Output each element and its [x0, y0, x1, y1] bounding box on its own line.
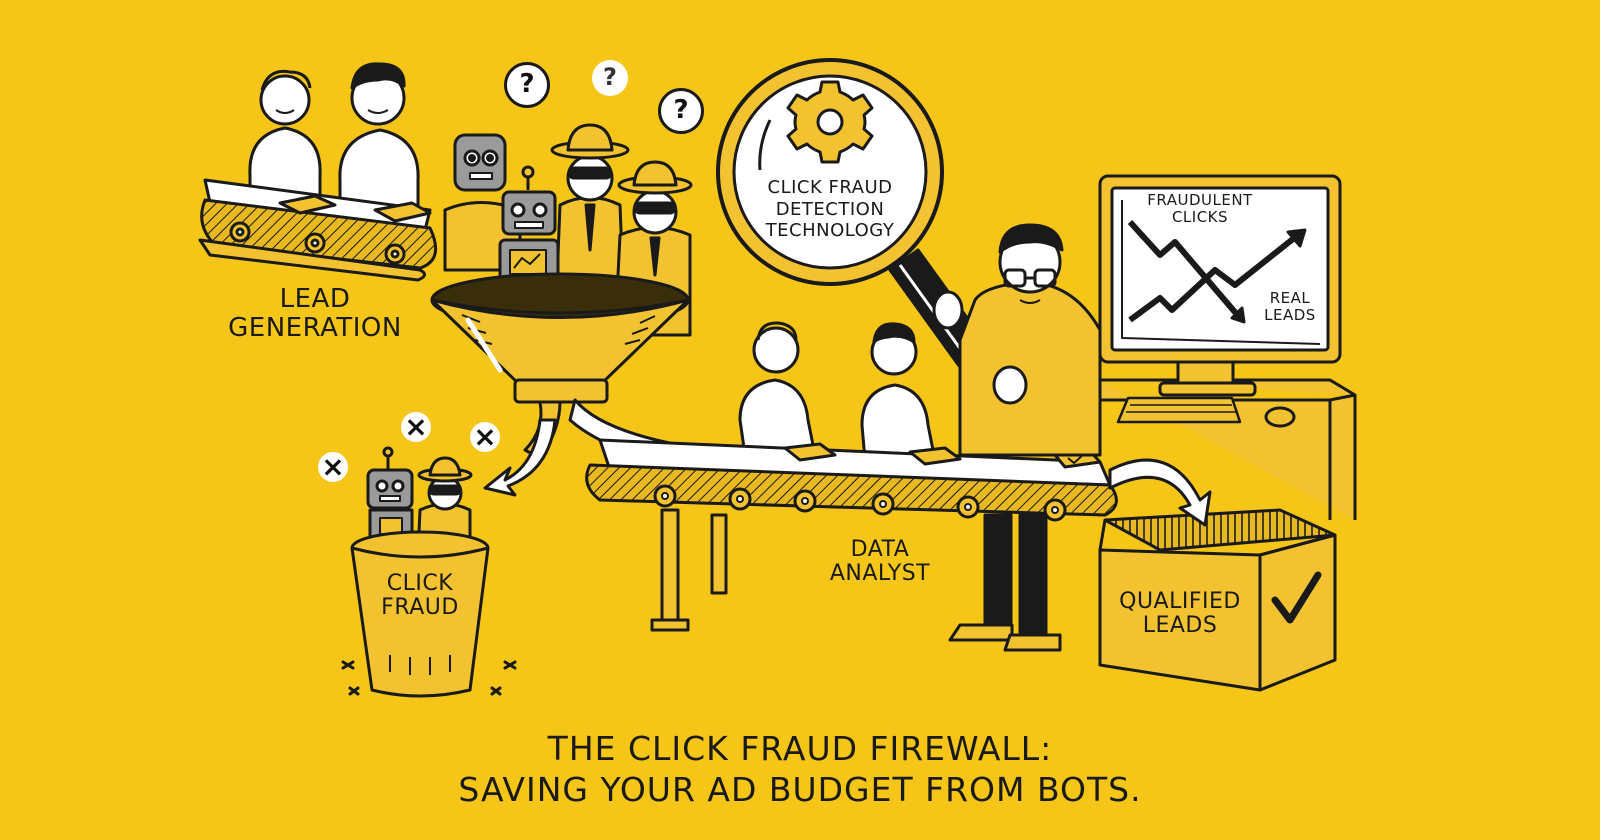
reject-bubble-1: × — [318, 450, 348, 483]
caption-line-1: THE CLICK FRAUD FIREWALL: — [547, 729, 1053, 768]
label-line: CLICK FRAUD — [767, 177, 893, 198]
question-bubble-1: ? — [504, 62, 550, 108]
data-analyst-figure — [932, 223, 1102, 652]
sorter-worker-1 — [738, 321, 817, 457]
label-line: LEAD — [279, 284, 351, 314]
worker-2 — [338, 62, 420, 212]
label-line: CLICK — [386, 571, 454, 596]
chart-lines — [1121, 200, 1321, 345]
reject-bubble-3: × — [470, 420, 500, 453]
label-line: ANALYST — [829, 561, 931, 587]
label-line: REAL — [1269, 289, 1311, 307]
question-mark-icon: ? — [519, 69, 535, 99]
accept-arrow — [1108, 458, 1212, 527]
label-line: GENERATION — [228, 312, 402, 343]
question-mark-icon: ? — [673, 95, 689, 125]
sorter-worker-2 — [860, 322, 937, 462]
label-line: FRAUDULENT — [1147, 191, 1253, 209]
question-bubble-2: ? — [592, 60, 628, 96]
label-line: DETECTION — [775, 198, 885, 220]
monitor-fraud-label: FRAUDULENT CLICKS — [1135, 192, 1265, 225]
trash-bin-label: CLICK FRAUD — [370, 571, 470, 621]
label-line: CLICKS — [1171, 207, 1229, 226]
x-mark-icon: × — [404, 410, 428, 443]
computer-desk — [1078, 174, 1357, 520]
label-line: DATA — [850, 537, 910, 562]
data-analyst-label: DATA ANALYST — [820, 537, 940, 587]
question-bubble-3: ? — [658, 88, 704, 134]
magnifier-label: CLICK FRAUD DETECTION TECHNOLOGY — [740, 177, 920, 242]
click-fraud-trash-bin — [341, 446, 517, 698]
label-line: TECHNOLOGY — [765, 220, 895, 242]
question-mark-icon: ? — [603, 63, 617, 91]
scatter-x-marks — [341, 660, 517, 696]
x-mark-icon: × — [321, 450, 345, 483]
monitor-leads-label: REAL LEADS — [1255, 290, 1325, 323]
caption-line-2: SAVING YOUR AD BUDGET FROM BOTS. — [458, 770, 1142, 810]
label-line: QUALIFIED — [1119, 589, 1241, 614]
illustration-caption: THE CLICK FRAUD FIREWALL: SAVING YOUR AD… — [0, 728, 1600, 811]
worker-1 — [248, 69, 322, 207]
main-conveyor — [568, 321, 1118, 632]
lead-generation-conveyor — [198, 62, 438, 282]
reject-arrow — [483, 418, 557, 497]
x-mark-icon: × — [473, 420, 497, 453]
reject-bubble-2: × — [401, 410, 431, 443]
label-line: LEADS — [1264, 305, 1316, 324]
gear-icon — [786, 80, 874, 164]
qualified-leads-box — [1098, 458, 1337, 692]
funnel-group — [430, 123, 693, 460]
lead-generation-label: LEAD GENERATION — [220, 285, 410, 342]
qualified-leads-label: QUALIFIED LEADS — [1105, 589, 1255, 639]
label-line: FRAUD — [381, 595, 459, 621]
label-line: LEADS — [1142, 613, 1218, 639]
